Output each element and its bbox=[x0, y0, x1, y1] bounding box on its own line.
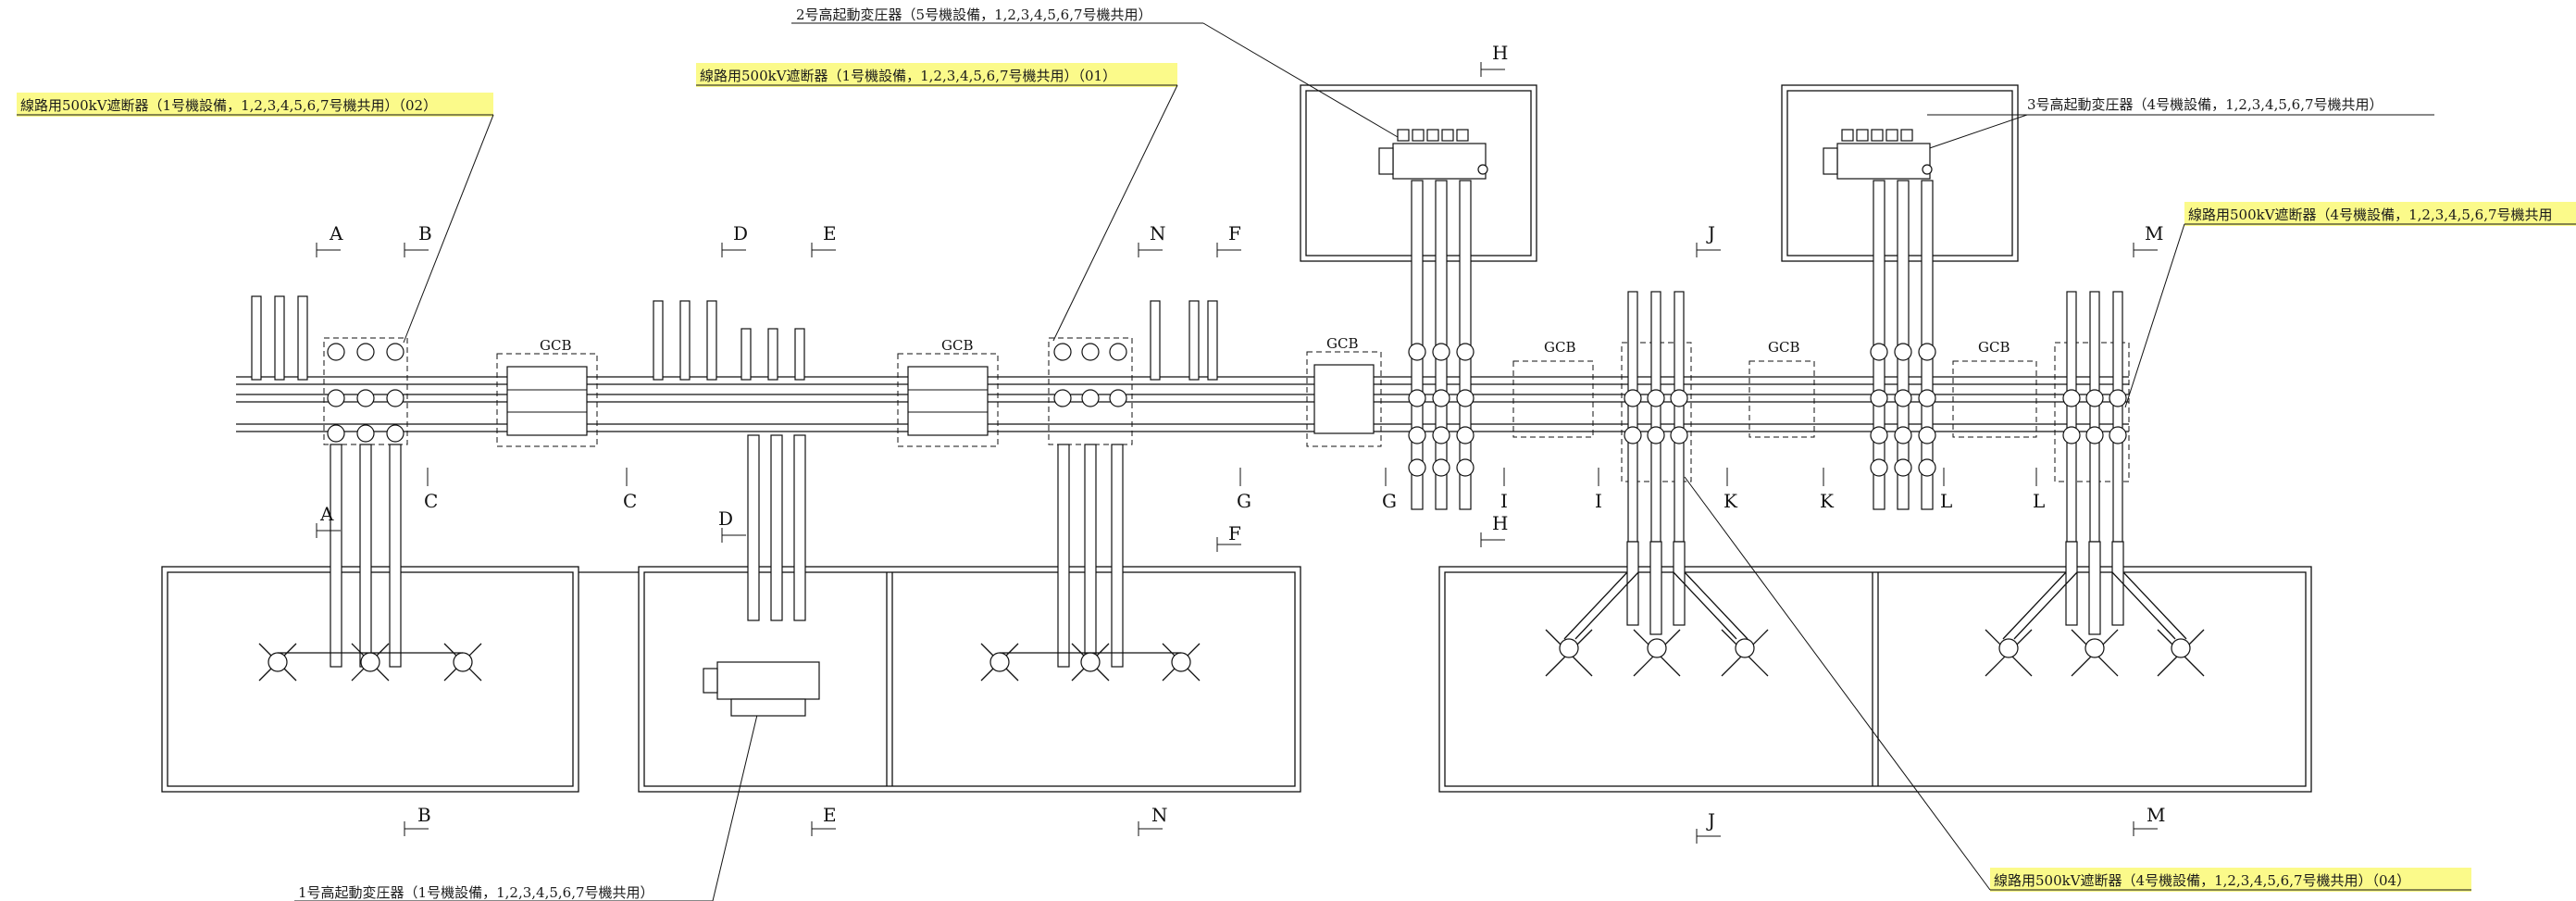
svg-text:L: L bbox=[2033, 490, 2045, 512]
section-marker-d: D bbox=[721, 222, 748, 257]
section-marker-g: G bbox=[1237, 468, 1251, 512]
section-marker-e: E bbox=[811, 222, 837, 257]
svg-text:G: G bbox=[1237, 490, 1251, 512]
svg-text:M: M bbox=[2145, 222, 2163, 244]
svg-text:線路用500kV遮断器（1号機設備，1,2,3,4,5,6,: 線路用500kV遮断器（1号機設備，1,2,3,4,5,6,7号機共用）（01） bbox=[700, 68, 1116, 84]
section-marker-i: I bbox=[1595, 468, 1602, 512]
star-base bbox=[980, 643, 1201, 682]
svg-text:F: F bbox=[1228, 222, 1241, 244]
section-marker-j: J bbox=[1696, 809, 1721, 844]
section-marker-i: I bbox=[1500, 468, 1508, 512]
svg-text:A: A bbox=[319, 503, 334, 525]
svg-text:N: N bbox=[1150, 222, 1166, 244]
svg-text:1号高起動変圧器（1号機設備，1,2,3,4,5,6,7号機: 1号高起動変圧器（1号機設備，1,2,3,4,5,6,7号機共用） bbox=[298, 884, 654, 901]
svg-text:B: B bbox=[417, 804, 431, 826]
transformer-1-body bbox=[703, 661, 820, 717]
callout-2-startup-transformer: 2号高起動変圧器（5号機設備，1,2,3,4,5,6,7号機共用） bbox=[791, 6, 1399, 138]
star-base bbox=[258, 643, 482, 682]
callout-3-startup-transformer: 3号高起動変圧器（4号機設備，1,2,3,4,5,6,7号機共用） bbox=[1915, 96, 2434, 154]
section-marker-a: A bbox=[316, 222, 343, 257]
section-marker-h: H bbox=[1480, 512, 1508, 547]
section-marker-m: M bbox=[2133, 222, 2163, 257]
svg-text:線路用500kV遮断器（4号機設備，1,2,3,4,5,6,: 線路用500kV遮断器（4号機設備，1,2,3,4,5,6,7号機共用 bbox=[2188, 206, 2553, 223]
gcb-label: GCB bbox=[941, 337, 973, 354]
svg-text:M: M bbox=[2147, 804, 2165, 826]
section-marker-n: N bbox=[1138, 222, 1166, 257]
svg-text:B: B bbox=[418, 222, 432, 244]
svg-text:H: H bbox=[1492, 512, 1508, 534]
svg-text:L: L bbox=[1940, 490, 1952, 512]
section-marker-h: H bbox=[1480, 42, 1508, 77]
gcb-label: GCB bbox=[1768, 339, 1799, 356]
gcb-label: GCB bbox=[1326, 335, 1358, 352]
vertical-pipes bbox=[251, 180, 2187, 668]
svg-text:E: E bbox=[823, 804, 837, 826]
section-marker-f: F bbox=[1216, 222, 1241, 257]
section-marker-j: J bbox=[1696, 222, 1721, 257]
bushing-group-left bbox=[251, 295, 408, 445]
svg-text:C: C bbox=[424, 490, 438, 512]
svg-text:D: D bbox=[718, 507, 733, 530]
callout-1-startup-transformer: 1号高起動変圧器（1号機設備，1,2,3,4,5,6,7号機共用） bbox=[294, 714, 758, 901]
callout-line-breaker-04-bottom: 線路用500kV遮断器（4号機設備，1,2,3,4,5,6,7号機共用）（04） bbox=[1684, 476, 2471, 892]
section-markers-lower: A D H F bbox=[316, 503, 1508, 552]
svg-text:D: D bbox=[733, 222, 748, 244]
svg-text:線路用500kV遮断器（1号機設備，1,2,3,4,5,6,: 線路用500kV遮断器（1号機設備，1,2,3,4,5,6,7号機共用）（02） bbox=[20, 97, 437, 114]
svg-text:A: A bbox=[329, 222, 343, 244]
section-marker-k: K bbox=[1820, 468, 1835, 512]
section-marker-c: C bbox=[424, 468, 438, 512]
gcb-units: GCB GCB GCB GCB GCB GCB bbox=[496, 335, 2037, 447]
svg-text:E: E bbox=[823, 222, 837, 244]
svg-text:I: I bbox=[1595, 490, 1602, 512]
gcb-label: GCB bbox=[1978, 339, 2010, 356]
svg-text:3号高起動変圧器（4号機設備，1,2,3,4,5,6,7号機: 3号高起動変圧器（4号機設備，1,2,3,4,5,6,7号機共用） bbox=[2027, 96, 2383, 113]
section-marker-g: G bbox=[1382, 468, 1397, 512]
section-marker-l: L bbox=[1940, 468, 1952, 512]
svg-text:N: N bbox=[1151, 804, 1168, 826]
svg-text:F: F bbox=[1228, 522, 1241, 544]
callout-line-breaker-01: 線路用500kV遮断器（1号機設備，1,2,3,4,5,6,7号機共用）（01） bbox=[696, 63, 1178, 342]
lower-transformers bbox=[258, 629, 2205, 717]
section-marker-e: E bbox=[811, 804, 837, 836]
svg-text:K: K bbox=[1820, 490, 1835, 512]
section-markers-bottom: B E N J M bbox=[404, 804, 2165, 844]
callout-line-breaker-04-top: 線路用500kV遮断器（4号機設備，1,2,3,4,5,6,7号機共用 bbox=[2124, 202, 2576, 408]
svg-text:線路用500kV遮断器（4号機設備，1,2,3,4,5,6,: 線路用500kV遮断器（4号機設備，1,2,3,4,5,6,7号機共用）（04） bbox=[1994, 872, 2410, 889]
section-marker-k: K bbox=[1724, 468, 1738, 512]
section-markers-top: A B D E N F H J M bbox=[316, 42, 2163, 257]
section-markers-middle: C C G G I I K K L L bbox=[424, 468, 2045, 512]
transformer-2-body bbox=[1378, 129, 1488, 180]
section-marker-b: B bbox=[404, 222, 432, 257]
transformer-3-body bbox=[1823, 129, 1933, 180]
enclosure-boxes bbox=[161, 84, 2312, 793]
section-marker-c: C bbox=[623, 468, 637, 512]
svg-text:H: H bbox=[1492, 42, 1508, 64]
svg-text:I: I bbox=[1500, 490, 1508, 512]
svg-text:C: C bbox=[623, 490, 637, 512]
section-marker-n: N bbox=[1138, 804, 1168, 836]
svg-text:K: K bbox=[1724, 490, 1738, 512]
star-base bbox=[1545, 629, 1769, 677]
section-marker-l: L bbox=[2033, 468, 2045, 512]
svg-text:2号高起動変圧器（5号機設備，1,2,3,4,5,6,7号機: 2号高起動変圧器（5号機設備，1,2,3,4,5,6,7号機共用） bbox=[796, 6, 1152, 23]
section-marker-d: D bbox=[718, 507, 746, 543]
svg-text:G: G bbox=[1382, 490, 1397, 512]
svg-text:J: J bbox=[1706, 222, 1715, 244]
section-marker-f: F bbox=[1216, 522, 1241, 552]
svg-text:J: J bbox=[1706, 809, 1715, 832]
callout-line-breaker-02: 線路用500kV遮断器（1号機設備，1,2,3,4,5,6,7号機共用）（02） bbox=[17, 93, 494, 344]
gcb-label: GCB bbox=[540, 337, 571, 354]
upper-transformers bbox=[1378, 129, 1933, 180]
section-marker-b: B bbox=[404, 804, 431, 836]
star-base bbox=[1985, 629, 2205, 677]
section-marker-a: A bbox=[316, 503, 341, 538]
section-marker-m: M bbox=[2133, 804, 2165, 836]
gcb-label: GCB bbox=[1544, 339, 1575, 356]
